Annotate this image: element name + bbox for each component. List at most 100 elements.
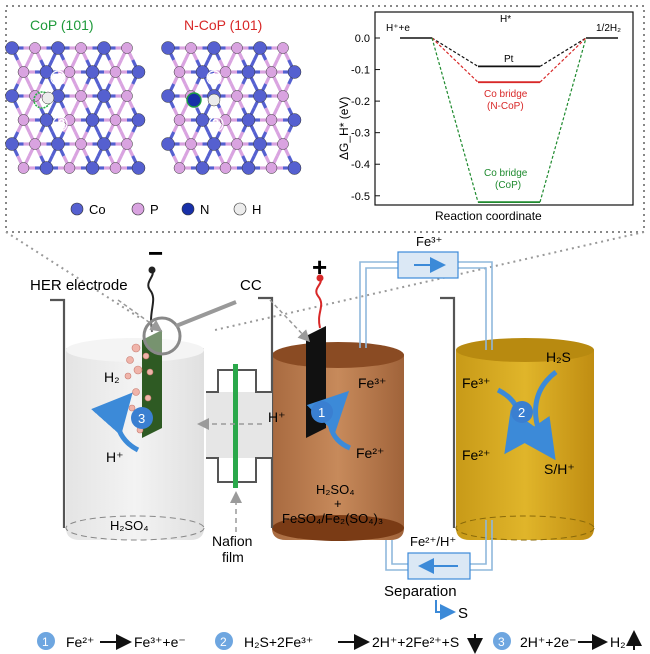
state-label-start: H⁺+e bbox=[386, 23, 410, 34]
ncop-title: N-CoP (101) bbox=[184, 17, 262, 33]
p-atom bbox=[231, 90, 243, 102]
fe2-mid-label: Fe²⁺ bbox=[356, 445, 384, 461]
eq3-number: 3 bbox=[498, 635, 505, 649]
pipe-right-down bbox=[458, 261, 493, 350]
pipe-mid-up bbox=[359, 261, 398, 348]
bubble bbox=[144, 394, 152, 402]
h-plus-left-label: H⁺ bbox=[106, 449, 124, 465]
chart-frame bbox=[374, 11, 634, 206]
middle-beaker bbox=[258, 296, 404, 541]
fe3-right-label: Fe³⁺ bbox=[462, 375, 490, 391]
site-label-2-left: 2 bbox=[58, 116, 65, 131]
plus-terminal: + bbox=[312, 252, 327, 282]
legend-h-label: H bbox=[252, 202, 261, 217]
state-label-mid: H* bbox=[500, 14, 511, 25]
bubble bbox=[126, 356, 134, 364]
co-atom bbox=[253, 137, 267, 151]
series-connector-in bbox=[431, 37, 479, 83]
p-atom bbox=[265, 66, 278, 78]
annotation-cop-2: (CoP) bbox=[495, 180, 521, 191]
h-atom bbox=[41, 91, 55, 105]
co-atom bbox=[51, 137, 65, 151]
bubble bbox=[133, 365, 143, 375]
step-2-badge bbox=[511, 401, 533, 423]
co-atom bbox=[195, 161, 210, 175]
co-atom bbox=[5, 137, 19, 151]
fe3-pipe-label: Fe³⁺ bbox=[416, 234, 442, 249]
site-label-1-right: 1 bbox=[210, 70, 217, 85]
co-atom bbox=[5, 41, 19, 55]
nafion-label-1: Nafion bbox=[212, 533, 252, 549]
bubble bbox=[146, 368, 154, 376]
co-atom bbox=[39, 113, 54, 127]
eq2-number: 2 bbox=[220, 635, 227, 649]
her-reaction-arrow bbox=[91, 392, 140, 453]
pipe-mid-up-inner bbox=[365, 267, 398, 348]
p-atom bbox=[231, 42, 243, 54]
h2s-label: H₂S bbox=[546, 349, 571, 365]
cop-title: CoP (101) bbox=[30, 17, 94, 33]
co-atom bbox=[5, 89, 19, 103]
co-atom bbox=[207, 41, 221, 55]
legend-p-label: P bbox=[150, 202, 159, 217]
p-atom bbox=[219, 66, 232, 78]
co-atom bbox=[195, 113, 210, 127]
zoom-line-left bbox=[5, 231, 141, 319]
pipe-mid-bottom-inner bbox=[385, 540, 408, 571]
eq1-product: Fe³⁺+e⁻ bbox=[134, 634, 186, 650]
legend-p-swatch bbox=[131, 202, 145, 216]
eq1-badge bbox=[37, 632, 55, 650]
co-atom bbox=[39, 65, 54, 79]
eq2-reactant: H₂S+2Fe³⁺ bbox=[244, 634, 313, 650]
co-atom bbox=[97, 89, 111, 103]
co-atom bbox=[85, 161, 100, 175]
co-atom bbox=[253, 89, 267, 103]
p-atom bbox=[277, 42, 289, 54]
p-atom bbox=[277, 90, 289, 102]
site-2-ring bbox=[208, 116, 224, 132]
ytick-label: -0.4 bbox=[351, 159, 370, 171]
series-connector-out bbox=[539, 37, 587, 67]
co-atom bbox=[287, 161, 302, 175]
p-atom bbox=[173, 114, 186, 126]
fe2h-pipe-label: Fe²⁺/H⁺ bbox=[410, 534, 456, 549]
ytick-label: -0.5 bbox=[351, 191, 370, 203]
p-atom bbox=[185, 42, 197, 54]
eq1-reactant: Fe²⁺ bbox=[66, 634, 94, 650]
site-2-ring bbox=[52, 116, 68, 132]
atom-legend: Co P N H bbox=[70, 202, 261, 217]
eq2-product: 2H⁺+2Fe²⁺+S bbox=[372, 634, 459, 650]
co-atom bbox=[241, 113, 256, 127]
eq3-reactant: 2H⁺+2e⁻ bbox=[520, 634, 576, 650]
co-atom bbox=[131, 113, 146, 127]
p-atom bbox=[17, 66, 30, 78]
pipe-mid-bottom bbox=[391, 540, 408, 565]
step-3-number: 3 bbox=[138, 411, 145, 426]
cc-label: CC bbox=[240, 277, 262, 294]
pipe-right-bottom bbox=[470, 520, 493, 571]
sulfur-out-arrow bbox=[435, 600, 456, 620]
middle-solution bbox=[272, 355, 404, 540]
bridge-tube bbox=[206, 364, 272, 488]
co-atom bbox=[39, 161, 54, 175]
cc-wire-tip bbox=[316, 274, 324, 282]
p-atom bbox=[173, 66, 186, 78]
co-atom bbox=[51, 41, 65, 55]
annotation-ncop-1: Co bridge bbox=[484, 89, 528, 100]
cop-structure bbox=[5, 41, 146, 175]
h2so4-left-label: H₂SO₄ bbox=[110, 518, 149, 533]
step-2-number: 2 bbox=[518, 405, 525, 420]
legend-n-label: N bbox=[200, 202, 209, 217]
h2so4-mid-label: H₂SO₄ bbox=[316, 482, 355, 497]
pipes bbox=[359, 261, 493, 571]
p-atom bbox=[185, 138, 197, 150]
p-atom bbox=[173, 162, 186, 174]
bubble bbox=[132, 388, 140, 396]
p-atom bbox=[29, 90, 41, 102]
left-solution bbox=[66, 348, 204, 540]
series-connector-in bbox=[431, 37, 479, 67]
p-atom bbox=[121, 90, 133, 102]
p-atom bbox=[29, 42, 41, 54]
co-atom bbox=[131, 65, 146, 79]
p-atom bbox=[75, 138, 87, 150]
